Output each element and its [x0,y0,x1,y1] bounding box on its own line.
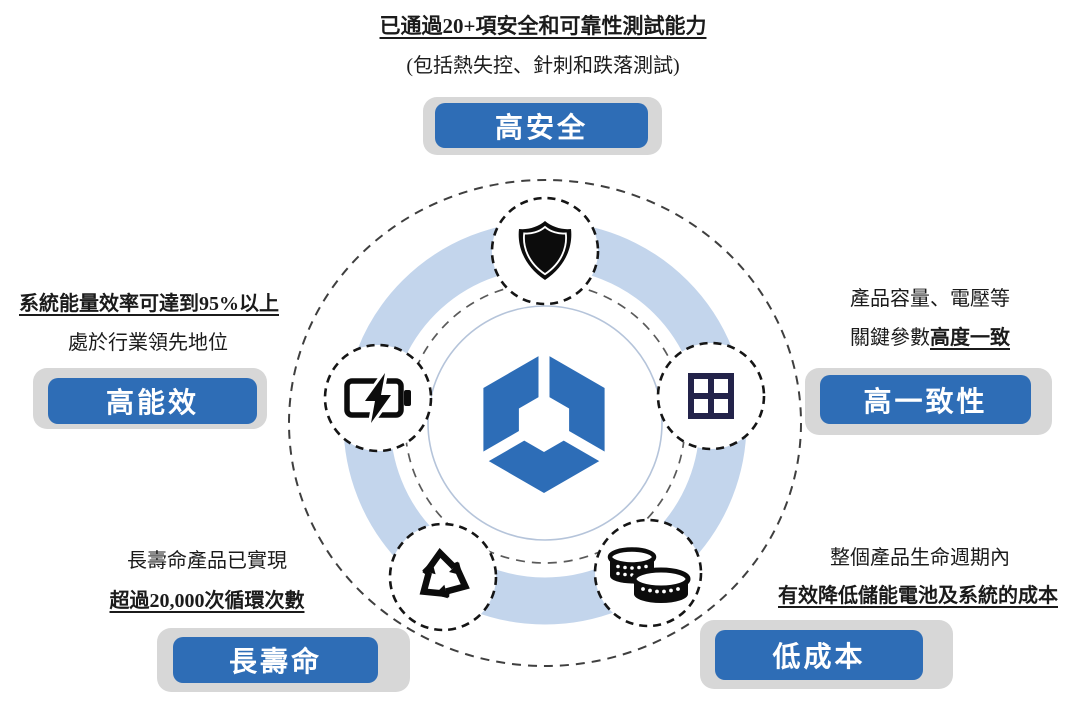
battery-charging-icon [344,371,411,425]
badge-high-consistency-shadow: 高一致性 [805,368,1052,435]
badge-high-safety: 高安全 [435,103,648,148]
window-grid-icon [688,373,734,419]
left-callout-line2: 處於行業領先地位 [68,332,228,354]
right-callout-line2: 關鍵參數高度一致 [778,325,1080,351]
right-callout-line2-prefix: 關鍵參數 [850,327,930,349]
left-callout-line1: 系統能量效率可達到95%以上 [19,293,279,315]
hexagon-cube-logo [475,347,613,493]
top-callout-line2: (包括熱失控、針刺和跌落測試) [406,55,680,77]
badge-long-life: 長壽命 [173,637,378,683]
badge-low-cost: 低成本 [715,630,923,680]
bottom-left-callout-line1: 長壽命產品已實現 [127,550,287,572]
bottom-left-icon-circle [388,522,498,632]
recycle-icon [419,547,470,599]
shield-icon [518,221,572,280]
right-callout-line1: 產品容量、電壓等 [850,288,1010,310]
right-callout-line2-emphasis: 高度一致 [930,327,1010,349]
outer-dashed-circle [288,179,802,667]
badge-high-consistency: 高一致性 [820,375,1031,424]
badge-high-safety-shadow: 高安全 [423,97,662,155]
center-circle [427,305,663,541]
bottom-left-callout-line2: 超過20,000次循環次數 [109,590,305,612]
bottom-right-callout-line2: 有效降低儲能電池及系統的成本 [778,585,1058,607]
coins-icon [607,547,691,603]
badge-low-cost-shadow: 低成本 [700,620,953,689]
badge-high-efficiency: 高能效 [48,378,257,424]
bottom-right-callout-line1: 整個產品生命週期內 [830,547,1010,569]
top-callout-line1: 已通過20+項安全和可靠性測試能力 [379,14,707,38]
badge-long-life-shadow: 長壽命 [157,628,410,692]
badge-high-efficiency-shadow: 高能效 [33,368,267,429]
